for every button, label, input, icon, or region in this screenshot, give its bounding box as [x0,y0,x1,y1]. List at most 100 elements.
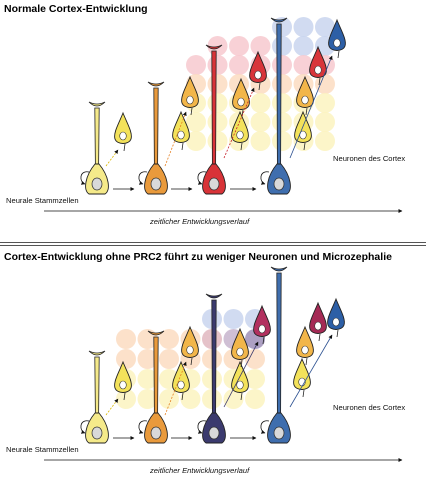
panel-1-neuron-r1-nucleus [254,70,262,80]
panel-1-stem-cell-1-nucleus [91,177,103,191]
panel-2-stem-cell-3-nucleus [208,426,220,440]
panel-1-neuron-r2-nucleus [314,65,322,75]
panel-2-neuron-o1-axon [190,357,193,366]
panel-2-neuron-o1-body [181,325,199,358]
panel-2-bg-circle [116,389,136,409]
panel-1-stem-cell-4-endfoot [270,17,288,23]
panel-1-diff-arrow-3 [223,87,255,159]
panel-2-stem-cell-4-fiber [276,272,282,416]
panel-1-bg-circle [207,131,228,151]
panel-2-neuron-b1-axon [336,329,339,338]
panel-1-neuron-r2-body [309,45,327,78]
panel-2-neuron-o2-axon [240,359,243,368]
panel-2-stem-cell-2-fiber [153,336,159,416]
panel-2-neuron-y2-axon [181,392,184,401]
panel-1-stem-cell-4-nucleus [273,177,285,191]
panel-2-stem-cell-3-endfoot [205,293,223,299]
panel-2-neuron-m1-axon [262,336,265,345]
panel-1-neuron-o1-body [181,75,199,108]
panel-1-bg-circle [186,112,206,132]
panel-1-neuron-b1-nucleus [333,38,341,48]
panel-2-bg-circle [159,389,179,409]
panel-1-bg-circle [207,55,228,75]
panel-2-time-axis-label: zeitlicher Entwicklungsverlauf [150,466,250,475]
panel-2-self-renew-4 [260,420,270,434]
panel-2-bg-circle [180,389,201,409]
panel-1-stem-cell-4-fiber [276,23,282,167]
panel-1-neuron-y4-axon [303,142,306,151]
panel-2-stem-cell-1-nucleus [91,426,103,440]
panel-2-neuron-b1-nucleus [332,317,340,327]
panel-2-bg-circle [245,389,265,409]
panel-2-bg-circle [245,369,265,389]
panel-1-neuron-y2-axon [181,142,184,151]
panel-2-neuron-y3-nucleus [236,380,244,390]
panel-1-neuron-y3-axon [240,142,243,151]
panel-2-stem-cell-2-nucleus [150,426,162,440]
panel-2-diff-arrow-2 [164,361,187,416]
panel-1-diff-arrow-4 [289,55,333,159]
panel-1-neuron-y1-body [114,111,132,144]
panel-2-bg-circle [223,389,244,409]
panel-2-neuron-y2-nucleus [177,380,185,390]
panel-1-self-renew-4 [260,171,270,185]
panel-1-time-axis-label: zeitlicher Entwicklungsverlauf [150,217,250,226]
panel-1-diff-arrow-2 [164,111,187,167]
panel-1-self-renew-1 [80,171,90,185]
panel-1-stem-cells-label: Neurale Stammzellen [6,196,79,205]
panel-2-neuron-o3-nucleus [301,345,309,355]
panel-2-stem-cell-1-endfoot [88,350,106,356]
panel-2-neuron-y4-body [293,357,311,390]
panel-1-neuron-b1-body [328,18,346,51]
panel-2-neuron-y4-axon [302,389,305,398]
panel-divider-bottom [0,245,426,246]
panel-1-bg-circle [315,112,335,132]
panel-1-bg-circle [272,131,292,151]
panel-2-bg-circle [245,349,265,369]
panel-2-stem-cell-3-fiber [211,299,217,416]
panel-2-stem-cells-label: Neurale Stammzellen [6,445,79,454]
panel-1-neuron-o3-nucleus [301,95,309,105]
panel-2-stem-cell-1-fiber [94,356,100,416]
panel-2-title: Cortex-Entwicklung ohne PRC2 führt zu we… [4,251,392,263]
panel-1-bg-circle [315,17,335,37]
panel-1-neuron-o3-body [296,75,314,108]
panel-1-bg-circle [207,74,228,94]
panel-1-bg-circle [186,55,206,75]
panel-2-diff-arrow-4 [289,334,333,408]
panel-1-neuron-y1-nucleus [119,131,127,141]
panel-2-bg-circle [116,349,136,369]
panel-1-bg-circle [207,36,228,56]
panel-1-bg-circle [272,36,292,56]
panel-2-neuron-o3-axon [305,357,308,366]
panel-1-neuron-o1-nucleus [186,95,194,105]
panel-2-neuron-m2-nucleus [314,321,322,331]
panel-1-stem-cell-2-endfoot [147,81,165,87]
panel-1-neuron-y3-body [231,110,249,143]
panel-1-stem-cell-1-fiber [94,107,100,167]
panel-2-bg-circle [137,389,158,409]
panel-1-bg-circle [250,93,271,113]
panel-1-stem-cell-3-nucleus [208,177,220,191]
panel-1-bg-circle [315,131,335,151]
panel-1-neuron-o2-body [232,77,250,110]
panel-2-neuron-y1-axon [123,392,126,401]
panel-1-neurons-label: Neuronen des Cortex [333,154,406,163]
panel-2-neuron-o2-body [231,327,249,360]
panel-1-neuron-r1-axon [258,82,261,91]
panel-1-bg-circle [207,93,228,113]
panel-2-neuron-o1-nucleus [186,345,194,355]
panel-2-bg-circle [137,349,158,369]
panel-1-neuron-r1-body [249,50,267,83]
panel-1-neuron-o3-axon [305,107,308,116]
panel-2-diff-arrow-3 [223,341,259,408]
panel-2-stem-cell-4-nucleus [273,426,285,440]
panel-1-bg-circle [272,112,292,132]
panel-1-neuron-y3-nucleus [236,130,244,140]
panel-1-stem-cell-2-fiber [153,87,159,167]
panel-2-neuron-m1-nucleus [258,324,266,334]
panel-2-bg-circle [159,349,179,369]
panel-1-neuron-r2-axon [318,77,321,86]
